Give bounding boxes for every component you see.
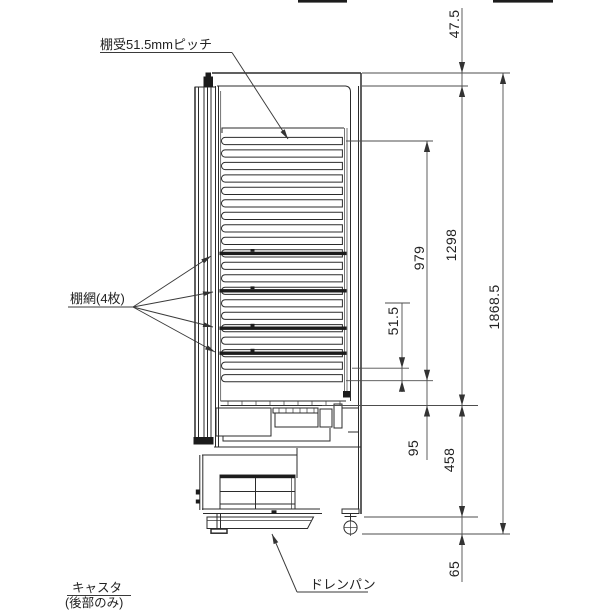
shelf-slot [221,161,343,171]
insulated-bottom-box [215,407,272,437]
drain-outlet [343,391,350,398]
leveling-foot [210,514,228,534]
shelf-slot [221,299,343,308]
extension-lines [322,72,510,535]
pilaster-top-edge [221,127,344,133]
shelf-slot [221,374,343,383]
door-bottom-gasket [193,437,214,445]
caster [341,508,360,536]
caster-note-label: (後部のみ) [65,595,123,610]
shelf-pilaster [221,127,348,391]
drain-pan [206,516,315,529]
shelf-slot [221,174,343,183]
door-hinge [203,76,213,87]
shelf-mesh-callout: 棚網(4枚) [68,253,217,355]
door-panel [193,72,214,445]
drain-pan-label: ドレンパン [310,577,376,592]
dim-shelf-slot-span: 979 [411,246,427,271]
caster-bracket [341,508,360,514]
shelf-slot [221,186,343,195]
rear-bracket [342,407,359,433]
shelf-mesh-label: 棚網(4枚) [70,291,125,306]
dim-floor-clearance: 65 [446,561,462,577]
dimension-values: 47.5 979 1298 51.5 95 458 65 1868.5 [385,10,502,578]
shelf-pitch-label: 棚受51.5mmピッチ [100,37,212,52]
shelf-slot [221,311,343,320]
shelf-slot [221,136,343,146]
machine-compartment [195,448,360,536]
wire-shelf [219,249,347,256]
dimension-lines [398,8,507,582]
cabinet-body [194,72,362,514]
dim-overall-height: 1868.5 [486,284,502,329]
cropped-top-marks [298,0,553,3]
dim-machine-section: 458 [441,448,457,473]
shelf-slot [221,336,343,345]
wire-shelf [219,286,347,293]
caster-label: キャスタ [72,581,122,595]
shelf-slot [221,224,343,233]
drain-fitting [319,408,333,428]
dim-shelf-pitch: 51.5 [385,307,401,336]
shelf-slot [221,149,343,158]
wire-shelves [219,249,347,355]
callout-labels: 棚受51.5mmピッチ 棚網(4枚) キャスタ (後部のみ) ドレンパン [65,37,376,610]
dim-lowest-slot-offset: 95 [405,440,421,456]
shelf-slot [221,236,343,245]
shelf-slot [221,199,343,208]
shelf-slots [221,136,343,383]
dim-interior-height: 1298 [443,229,459,262]
liner-floor [220,400,346,406]
door-hinge-cap [205,72,211,77]
drain-pan-callout: ドレンパン [269,533,376,593]
condensing-unit [219,474,296,510]
shelf-slot [221,361,343,370]
shelf-slot [221,211,343,220]
shelf-slot [221,261,343,270]
wire-shelf [219,323,347,330]
ribbed-duct [272,407,319,428]
dim-top-section: 47.5 [446,10,462,39]
shelf-slot [221,274,343,283]
shelf-pitch-callout: 棚受51.5mmピッチ [100,37,291,141]
caster-note-callout: キャスタ (後部のみ) [65,581,131,610]
bottom-structure [215,391,359,442]
liner-ceiling-and-rear [217,85,351,401]
wire-shelf [219,348,347,355]
